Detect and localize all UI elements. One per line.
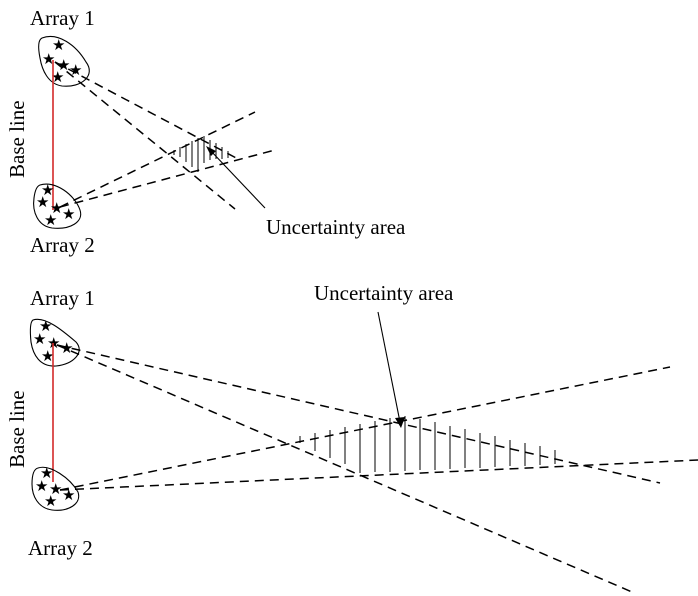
bottom-array1-cluster (29, 318, 80, 367)
bottom-uncertainty-pointer (377, 311, 401, 423)
star-icon: ★ (44, 211, 57, 229)
top-array2-sensors: ★ ★ ★ ★ ★ (36, 181, 75, 229)
top-array2-label: Array 2 (30, 233, 95, 257)
top-array1-sensors: ★ ★ ★ ★ ★ (42, 36, 82, 86)
top-baseline-label: Base line (5, 100, 29, 178)
top-array1-cluster (38, 36, 90, 87)
star-icon: ★ (41, 347, 54, 365)
bottom-diagram: Array 1 ★ ★ ★ ★ ★ Base line ★ ★ ★ ★ ★ Ar… (5, 281, 698, 593)
star-icon: ★ (51, 68, 64, 86)
star-icon: ★ (57, 56, 70, 74)
top-uncertainty-pointer (209, 149, 266, 209)
star-icon: ★ (50, 199, 63, 217)
bottom-array2-cluster (31, 466, 80, 511)
top-array2-cluster (33, 183, 82, 229)
star-icon: ★ (40, 464, 53, 482)
star-icon: ★ (52, 36, 65, 54)
bottom-bearing-1b (56, 344, 633, 593)
top-bearing-1b (54, 61, 241, 161)
bottom-bearing-1a (56, 344, 661, 484)
top-bearing-1a (54, 61, 236, 210)
star-icon: ★ (39, 317, 52, 335)
star-icon: ★ (41, 181, 54, 199)
bottom-uncertainty-label: Uncertainty area (314, 281, 454, 305)
bottom-baseline-label: Base line (5, 390, 29, 468)
star-icon: ★ (36, 193, 49, 211)
top-uncertainty-area (173, 136, 229, 172)
star-icon: ★ (35, 477, 48, 495)
bottom-array2-sensors: ★ ★ ★ ★ ★ (35, 464, 75, 510)
top-bearing-2b (59, 149, 276, 208)
star-icon: ★ (60, 339, 73, 357)
top-bearing-2a (59, 111, 256, 208)
bottom-pointer-arrowhead (395, 417, 405, 428)
bottom-bearing-2b (59, 459, 698, 491)
bottom-array2-label: Array 2 (28, 536, 93, 560)
top-diagram: Array 1 ★ ★ ★ ★ ★ Base line ★ ★ ★ ★ ★ Ar… (5, 6, 406, 257)
star-icon: ★ (49, 480, 62, 498)
star-icon: ★ (69, 61, 82, 79)
top-pointer-arrowhead (206, 146, 216, 156)
star-icon: ★ (62, 486, 75, 504)
star-icon: ★ (42, 50, 55, 68)
bottom-array1-label: Array 1 (30, 286, 95, 310)
bottom-bearing-2a (59, 366, 671, 491)
star-icon: ★ (33, 330, 46, 348)
star-icon: ★ (62, 205, 75, 223)
top-array1-label: Array 1 (30, 6, 95, 30)
bottom-uncertainty-area (299, 416, 556, 473)
top-uncertainty-label: Uncertainty area (266, 215, 406, 239)
star-icon: ★ (44, 492, 57, 510)
